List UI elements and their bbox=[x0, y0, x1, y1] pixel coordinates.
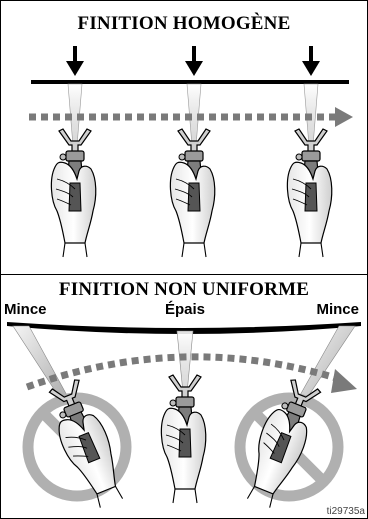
surface-curve bbox=[7, 322, 361, 334]
spray-gun-hand-icon bbox=[160, 374, 207, 504]
dashed-direction-arrow-icon bbox=[29, 107, 353, 127]
down-arrow-icon bbox=[66, 46, 84, 76]
label-thin-left: Mince bbox=[4, 301, 47, 318]
label-thick-center: Épais bbox=[165, 301, 206, 318]
down-arrow-icon bbox=[185, 46, 203, 76]
surface-line bbox=[31, 80, 349, 84]
dashed-direction-arrow-icon bbox=[25, 353, 357, 393]
panel-divider bbox=[1, 274, 367, 275]
top-panel-title: FINITION HOMOGÈNE bbox=[77, 13, 291, 34]
spray-gun-hand-icon bbox=[286, 128, 333, 258]
bottom-panel-title: FINITION NON UNIFORME bbox=[58, 279, 310, 300]
spray-fan bbox=[12, 325, 70, 404]
down-arrow-icon bbox=[302, 46, 320, 76]
spray-gun-hand-icon bbox=[169, 128, 216, 258]
label-thin-right: Mince bbox=[316, 301, 359, 318]
spray-gun-hand-icon bbox=[50, 128, 97, 258]
reference-code: ti29735a bbox=[326, 506, 365, 517]
